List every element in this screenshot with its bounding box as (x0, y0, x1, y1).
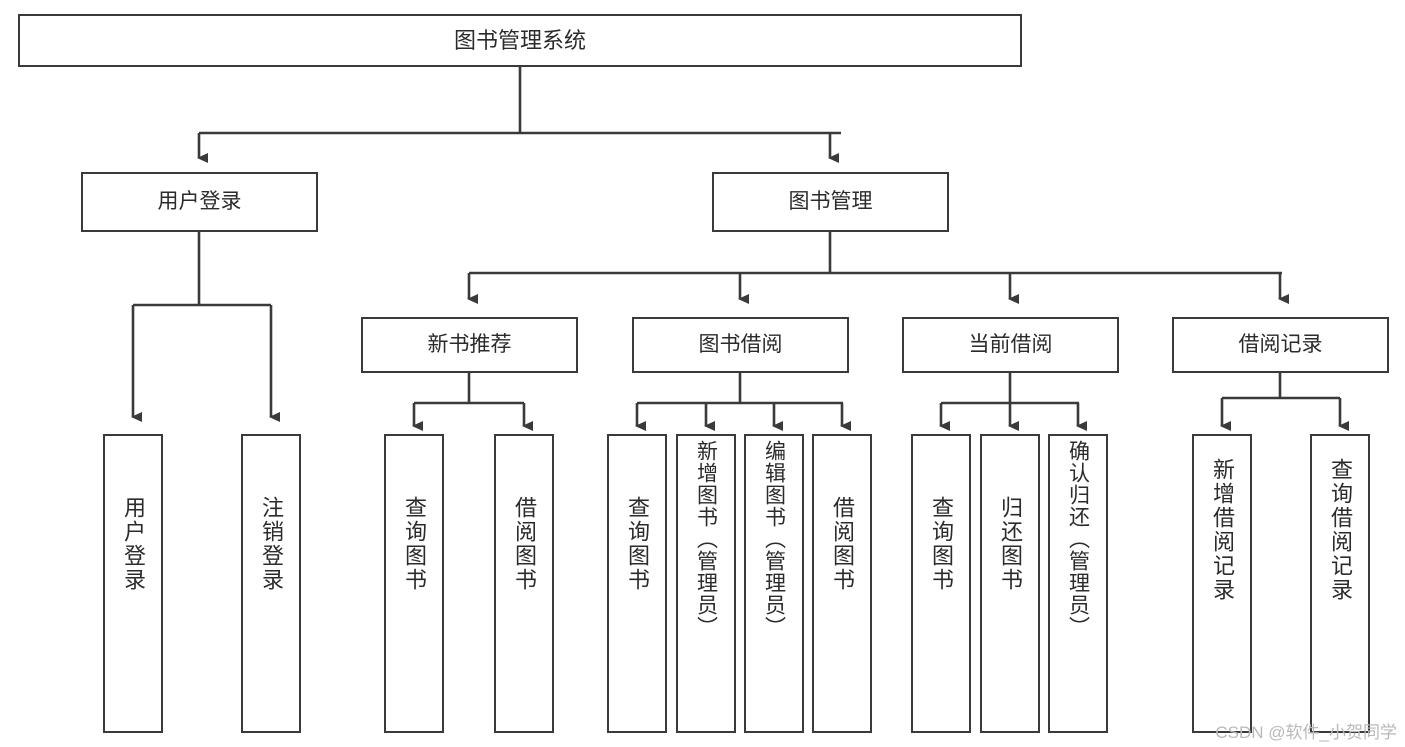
leaf-book-borrow-add-book-admin[interactable]: 新增图书（管理员） (676, 434, 736, 733)
node-label: 借阅图书 (830, 496, 855, 592)
node-label: 新书推荐 (427, 332, 512, 356)
node-label: 查询图书 (402, 496, 427, 592)
leaf-current-borrow-confirm-return-admin[interactable]: 确认归还（管理员） (1048, 434, 1108, 733)
leaf-current-borrow-return-book[interactable]: 归还图书 (980, 434, 1040, 733)
leaf-borrow-record-query-record[interactable]: 查询借阅记录 (1310, 434, 1370, 733)
node-label: 注销登录 (259, 496, 284, 592)
watermark-text: CSDN @软件_小贺同学 (1215, 723, 1397, 742)
node-label: 图书管理 (788, 189, 873, 213)
node-label: 新增借阅记录 (1210, 458, 1235, 602)
node-label: 当前借阅 (968, 332, 1053, 356)
leaf-book-borrow-query-book[interactable]: 查询图书 (607, 434, 667, 733)
node-label: 查询借阅记录 (1328, 458, 1353, 602)
node-label: 查询图书 (625, 496, 650, 592)
node-label: 借阅记录 (1238, 332, 1323, 356)
node-label: 借阅图书 (512, 496, 537, 592)
node-label: 用户登录 (121, 496, 146, 592)
node-book-management[interactable]: 图书管理 (712, 172, 949, 232)
node-new-book-recommend[interactable]: 新书推荐 (361, 317, 578, 373)
leaf-borrow-record-add-record[interactable]: 新增借阅记录 (1192, 434, 1252, 733)
node-book-borrow[interactable]: 图书借阅 (632, 317, 849, 373)
node-label: 图书借阅 (698, 332, 783, 356)
leaf-book-borrow-borrow-book[interactable]: 借阅图书 (812, 434, 872, 733)
node-label: 新增图书（管理员） (694, 440, 718, 638)
leaf-user-login-logout[interactable]: 注销登录 (241, 434, 301, 733)
node-label: 用户登录 (157, 189, 242, 213)
node-label: 图书管理系统 (453, 27, 586, 53)
leaf-current-borrow-query-book[interactable]: 查询图书 (911, 434, 971, 733)
leaf-user-login-login[interactable]: 用户登录 (103, 434, 163, 733)
leaf-book-borrow-edit-book-admin[interactable]: 编辑图书（管理员） (744, 434, 804, 733)
node-label: 编辑图书（管理员） (762, 440, 786, 638)
node-borrow-record[interactable]: 借阅记录 (1172, 317, 1389, 373)
node-current-borrow[interactable]: 当前借阅 (902, 317, 1119, 373)
node-label: 归还图书 (998, 496, 1023, 592)
node-label: 确认归还（管理员） (1066, 440, 1090, 638)
node-user-login[interactable]: 用户登录 (81, 172, 318, 232)
leaf-new-book-borrow-book[interactable]: 借阅图书 (494, 434, 554, 733)
leaf-new-book-query-book[interactable]: 查询图书 (384, 434, 444, 733)
node-root-system[interactable]: 图书管理系统 (18, 14, 1022, 67)
node-label: 查询图书 (929, 496, 954, 592)
